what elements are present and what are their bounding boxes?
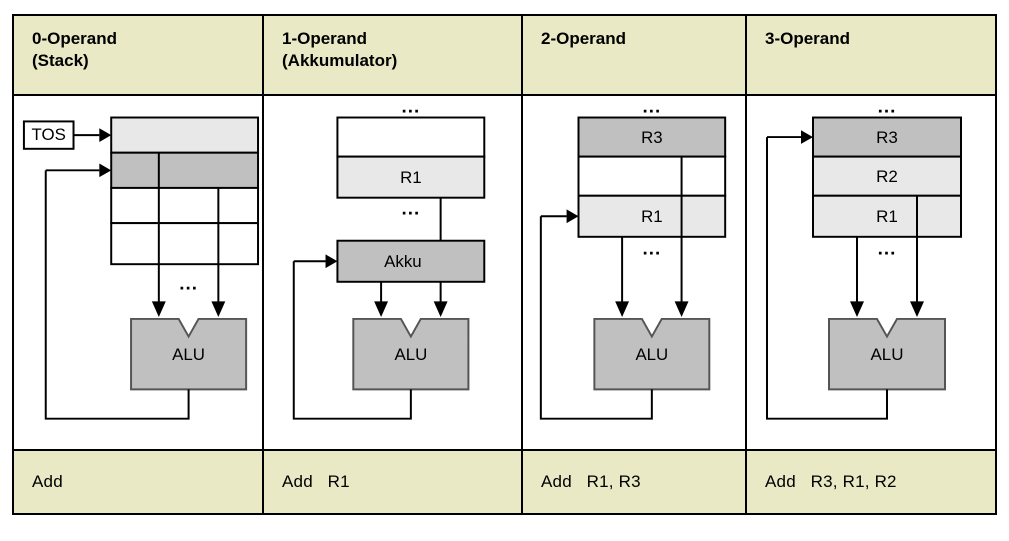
header-cell-two-operand: 2-Operand [523,16,747,94]
alu-result-path [44,170,190,420]
operand-arrow-a [151,301,166,317]
alu-label: ALU [870,345,903,364]
register-cell-r3-label: R3 [876,128,898,147]
register-cell-r1 [577,194,727,238]
register-cell-r2-label: R2 [876,167,898,186]
alu-shape [593,317,711,391]
header-cell-zero-operand: 0-Operand (Stack) [14,16,264,94]
header-title-one-operand: 1-Operand (Akkumulator) [282,29,398,71]
instruction-cell-three-operand: Add R3, R1, R2 [747,451,995,513]
alu-label: ALU [635,345,668,364]
alu-shape [130,317,248,391]
alu-result-path [292,261,412,420]
accumulator-machine-diagram: R1 ... ... Akku [264,96,521,449]
instruction-text-three-operand: Add R3, R1, R2 [765,472,897,491]
feedback-arrow-head [801,130,813,144]
alu-label: ALU [172,345,205,364]
header-title-two-operand: 2-Operand [541,29,627,48]
register-ellipsis-bottom: ... [643,238,662,259]
table-header-row: 0-Operand (Stack) 1-Operand (Akkumulator… [14,16,995,96]
instruction-cell-zero-operand: Add [14,451,264,513]
alu-result-path [539,216,653,420]
stack-cell-tos [110,116,260,154]
accumulator-box [336,239,486,283]
three-operand-machine-diagram: R3 R2 R1 ... ... [747,96,995,449]
stack-cell-fourth [110,222,260,266]
table-diagram-row: TOS ... [14,96,995,449]
operand-arrow-a [850,301,864,317]
stack-cell-third [110,186,260,225]
register-cell-r1-label: R1 [641,207,663,226]
operand-arrow-b [674,301,689,317]
memory-cell-r1 [336,155,486,199]
feedback-arrow-head [566,209,579,224]
diagram-cell-two-operand: R3 R1 ... ... [523,96,747,449]
register-cell-r1 [812,194,962,238]
stack-cell-second [110,151,260,189]
register-cell-r2 [812,155,962,197]
accumulator-feedback-head [325,254,338,269]
diagram-cell-one-operand: R1 ... ... Akku [264,96,523,449]
memory-cell-r1-label: R1 [400,168,422,187]
operand-arrow-accumulator [374,301,389,317]
header-title-zero-operand: 0-Operand (Stack) [32,29,118,71]
instruction-cell-two-operand: Add R1, R3 [523,451,747,513]
operand-arrow-b [910,301,924,317]
instruction-text-one-operand: Add R1 [282,472,350,491]
tos-label-box [22,120,75,150]
instruction-text-zero-operand: Add [32,472,63,491]
operand-arrow-a [615,301,630,317]
register-cell-r1-label: R1 [876,207,898,226]
instruction-cell-one-operand: Add R1 [264,451,523,513]
stack-ellipsis: ... [179,273,198,294]
memory-ellipsis-bottom: ... [402,197,421,218]
register-ellipsis-top: ... [643,96,662,117]
diagram-cell-three-operand: R3 R2 R1 ... ... [747,96,995,449]
accumulator-label: Akku [384,252,421,271]
register-cell-r3-label: R3 [641,128,663,147]
alu-result-path [766,137,888,420]
feedback-arrow-head [99,163,112,178]
register-ellipsis-top: ... [878,96,897,117]
two-operand-machine-diagram: R3 R1 ... ... [523,96,745,449]
operand-comparison-table: 0-Operand (Stack) 1-Operand (Akkumulator… [12,14,997,515]
header-title-three-operand: 3-Operand [765,29,851,48]
instruction-text-two-operand: Add R1, R3 [541,472,641,491]
tos-label-text: TOS [32,125,66,144]
header-cell-one-operand: 1-Operand (Akkumulator) [264,16,523,94]
register-ellipsis-bottom: ... [878,238,897,259]
tos-arrow-head [99,128,112,142]
header-cell-three-operand: 3-Operand [747,16,995,94]
stack-machine-diagram: TOS ... [14,96,262,449]
register-cell-r3 [812,116,962,158]
register-cell-empty [577,155,727,197]
operand-arrow-memory [433,301,448,317]
alu-shape [828,317,946,391]
diagram-cell-zero-operand: TOS ... [14,96,264,449]
alu-shape [352,317,470,391]
memory-cell-empty [336,116,486,158]
table-instruction-row: Add Add R1 Add R1, R3 Add R3, R1, R2 [14,449,995,513]
alu-label: ALU [394,345,427,364]
operand-arrow-b [211,301,226,317]
memory-ellipsis-top: ... [402,96,421,117]
